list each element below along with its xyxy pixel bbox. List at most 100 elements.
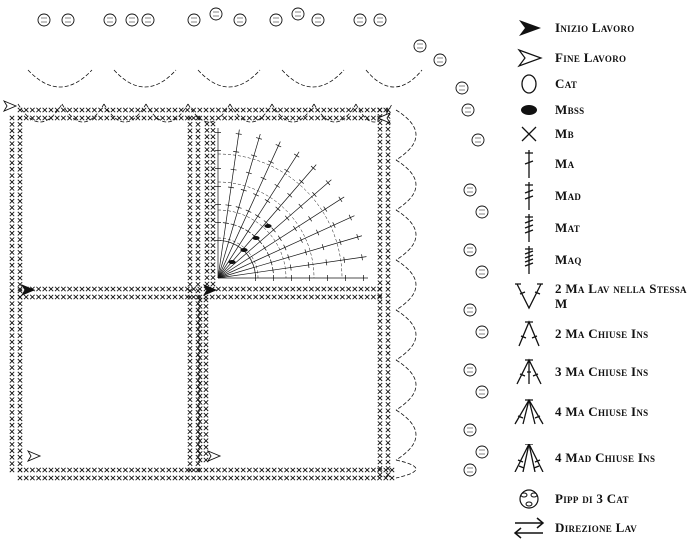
chain-arch — [395, 209, 417, 261]
legend-label: Mbss — [555, 102, 585, 117]
fan-tick — [277, 235, 282, 241]
legend-label: 2 Ma Chiuse Ins — [555, 326, 649, 341]
fan-tick — [230, 242, 237, 246]
fan-spoke — [217, 256, 367, 279]
legend-item-maq: Maq — [505, 246, 700, 274]
fan-tick — [316, 229, 320, 236]
fan-tick — [348, 214, 352, 221]
chain-arch — [145, 103, 189, 123]
arrow-filled-icon — [511, 14, 547, 42]
chain-arch — [395, 109, 417, 161]
picot — [475, 445, 489, 459]
picot — [187, 13, 201, 27]
legend-label: 3 Ma Chiuse Ins — [555, 364, 649, 379]
fan-tick — [361, 254, 363, 261]
stitch-column — [9, 115, 15, 473]
stitch-row — [17, 107, 389, 113]
stitch-column — [187, 115, 193, 473]
fan-tick — [228, 186, 235, 189]
legend-item-mat: Mat — [505, 214, 700, 242]
picot — [463, 463, 477, 477]
fan-tick — [289, 264, 292, 271]
fan-tick — [235, 206, 242, 209]
fan-arc — [217, 153, 343, 279]
fan-tick — [283, 244, 287, 251]
chain-arch — [395, 409, 417, 461]
legend-item-mb: Mb — [505, 120, 700, 148]
direction-arrows-icon — [511, 514, 547, 542]
fan-tick — [266, 252, 271, 258]
slip-stitch-dot — [228, 260, 236, 264]
picot — [463, 303, 477, 317]
fan-tick — [338, 196, 343, 203]
fan-tick — [220, 240, 227, 242]
stitch-column — [210, 121, 216, 287]
legend-item-direzione: Direzione Lav — [505, 514, 700, 542]
stitch-row — [17, 467, 395, 473]
chain-arch — [395, 159, 417, 211]
fan-spoke — [217, 196, 345, 279]
fan-tick — [264, 199, 271, 203]
picot — [141, 13, 155, 27]
fan-tick — [255, 214, 261, 219]
chain-arch — [113, 69, 177, 88]
fan-tick — [222, 222, 229, 224]
fan-tick — [252, 264, 256, 271]
legend-item-ma3chiuse: 3 Ma Chiuse Ins — [505, 358, 700, 386]
fan-tick — [268, 160, 274, 164]
legend-label: Inizio Lavoro — [555, 20, 635, 35]
end-arrow — [26, 450, 42, 462]
legend-item-fine: Fine Lavoro — [505, 44, 700, 72]
fan-tick — [225, 240, 232, 244]
fan-tick — [293, 225, 297, 232]
slip-stitch-dot — [240, 248, 248, 252]
border-arches — [17, 69, 423, 479]
picot — [455, 81, 469, 95]
start-end-markers — [2, 100, 392, 462]
fan-tick — [343, 256, 345, 263]
fan-tick — [230, 168, 237, 171]
stitch-column — [195, 115, 201, 473]
fan-tick — [233, 151, 240, 153]
end-arrow — [2, 100, 18, 112]
single-crochet-x-icon — [511, 120, 547, 148]
fan-tick — [323, 206, 328, 212]
fan-tick — [245, 209, 252, 213]
legend-item-ma4chiuse: 4 Ma Chiuse Ins — [505, 398, 700, 426]
fan-arc — [217, 181, 315, 279]
end-arrow — [376, 112, 392, 124]
fan-tick — [274, 183, 280, 188]
legend-label: 4 Ma Chiuse Ins — [555, 404, 649, 419]
chain-arch — [313, 103, 357, 123]
legend-item-inizio: Inizio Lavoro — [505, 14, 700, 42]
fan-tick — [321, 244, 325, 251]
fan-tick — [256, 137, 262, 140]
fan-tick — [287, 254, 290, 261]
legend-item-ma: Ma — [505, 150, 700, 178]
legend-item-mbss: Mbss — [505, 96, 700, 124]
legend-label: Mad — [555, 188, 582, 203]
fan-tick — [235, 133, 242, 135]
fan-tick — [307, 261, 310, 268]
legend-label: Fine Lavoro — [555, 50, 627, 65]
stitch-column — [204, 121, 210, 287]
stitch-row — [17, 475, 395, 481]
fan-tick — [272, 267, 274, 274]
picot — [463, 363, 477, 377]
fan-tick — [298, 203, 303, 209]
fan-tick — [304, 249, 307, 256]
fan-tick — [332, 222, 336, 228]
chain-arch — [355, 103, 393, 123]
fan-motif — [215, 128, 368, 281]
picot-row — [37, 7, 489, 477]
fan-tick — [312, 192, 317, 198]
legend-label: Mb — [555, 126, 574, 141]
picot — [475, 265, 489, 279]
fan-tick — [225, 204, 232, 207]
fan-tick — [250, 259, 254, 266]
fan-tick — [298, 179, 304, 184]
fan-tick — [254, 269, 256, 276]
two-dc-same-stitch-icon — [511, 282, 547, 310]
fan-tick — [245, 171, 252, 175]
fan-tick — [250, 154, 257, 157]
